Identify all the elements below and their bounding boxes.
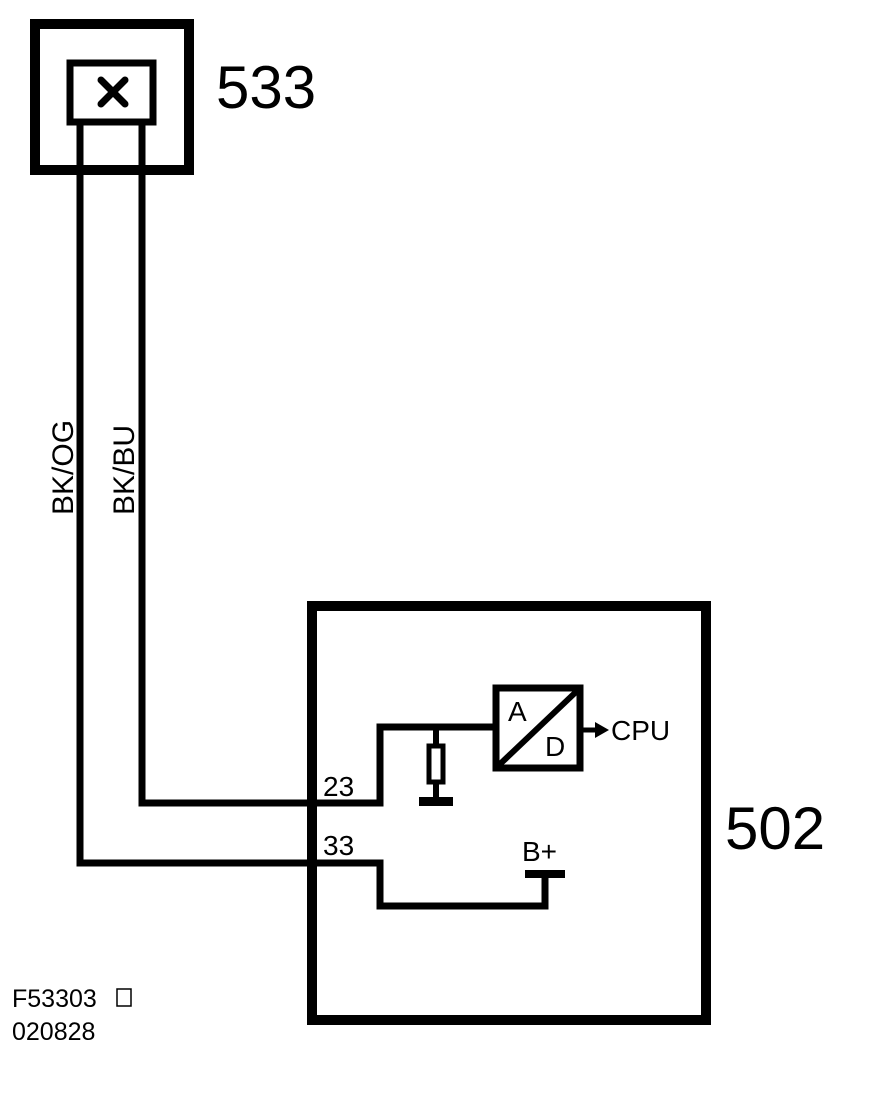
ecu-502: 502 23 33 A D CPU B+ bbox=[307, 601, 825, 1025]
ad-input-label: A bbox=[508, 696, 527, 727]
supply-terminal-icon bbox=[525, 870, 565, 878]
cpu-label: CPU bbox=[611, 715, 670, 746]
sensor-housing bbox=[30, 19, 194, 175]
figure-date: 020828 bbox=[12, 1018, 95, 1046]
resistor-icon bbox=[426, 727, 446, 798]
ad-converter-diagonal bbox=[495, 687, 581, 769]
sensor-533: 533 bbox=[30, 19, 316, 175]
ad-output-label: D bbox=[545, 731, 565, 762]
wire-bk-og: BK/OG bbox=[47, 122, 549, 910]
ad-converter: A D bbox=[492, 684, 584, 772]
sensor-id-label: 533 bbox=[216, 54, 316, 121]
pin-33-label: 33 bbox=[323, 830, 354, 861]
wire-bk-bu-label: BK/BU bbox=[108, 425, 141, 515]
arrow-right-icon bbox=[580, 722, 609, 738]
wire-bk-og-label: BK/OG bbox=[47, 420, 80, 515]
figure-code-box-icon bbox=[116, 988, 132, 1007]
pin-23-label: 23 bbox=[323, 771, 354, 802]
figure-code: F53303 bbox=[12, 985, 97, 1013]
cross-icon bbox=[97, 76, 129, 108]
ecu-id-label: 502 bbox=[725, 795, 825, 862]
ecu-housing bbox=[307, 601, 711, 1025]
ground-icon bbox=[419, 797, 453, 806]
sensor-element bbox=[66, 59, 157, 126]
supply-label: B+ bbox=[522, 836, 557, 867]
wire-bk-bu: BK/BU bbox=[108, 122, 496, 807]
